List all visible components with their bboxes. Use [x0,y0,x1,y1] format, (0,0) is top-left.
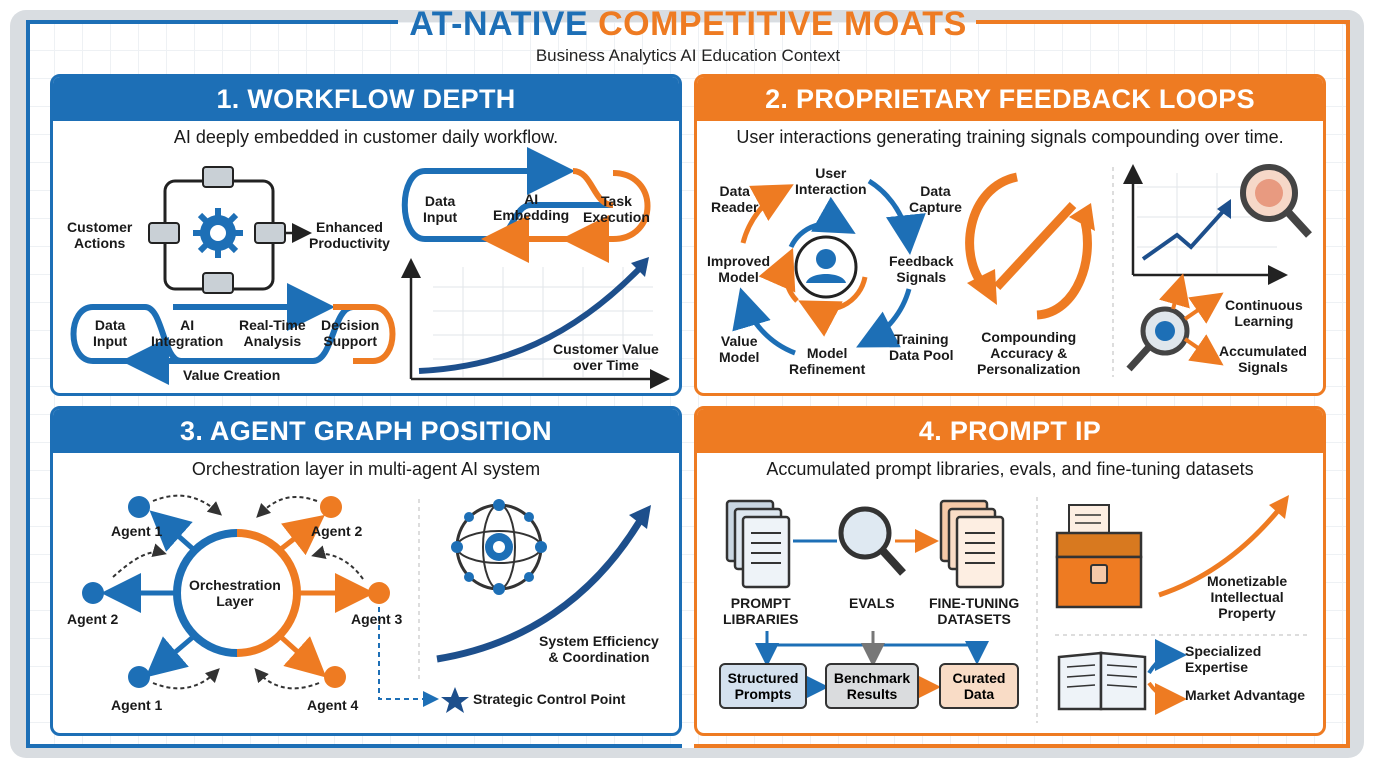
accumulated-signals-label: Accumulated Signals [1219,343,1307,375]
system-efficiency-label: System Efficiency & Coordination [539,633,659,665]
agent-label-5: Agent 1 [111,697,163,713]
loop-bottom-ai-integration: AI Integration [151,317,224,349]
compounding-label: Compounding Accuracy & Personalization [977,329,1081,377]
fine-tuning-label: FINE-TUNING DATASETS [929,595,1020,627]
panel-prompt-ip: 4. PROMPT IP Accumulated prompt librarie… [694,406,1326,736]
top-loop-arrows [401,147,651,263]
agent-label-6: Agent 4 [307,697,359,713]
network-globe-icon [451,499,547,595]
label-user-interaction: User Interaction [795,165,867,197]
panel-3-heading: 3. AGENT GRAPH POSITION [53,409,679,453]
label-improved-model: Improved Model [707,253,771,285]
label-training-data-pool: Training Data Pool [889,331,954,363]
star-icon [441,687,469,713]
agent-label-2: Agent 2 [67,611,119,627]
gear-network-icon [148,166,312,294]
agent-label-4: Agent 3 [351,611,403,627]
title-part-2: COMPETITIVE MOATS [598,5,967,43]
page-subtitle: Business Analytics AI Education Context [535,46,841,65]
agent-label-1: Agent 1 [111,523,163,539]
open-book-icon [1057,651,1147,711]
customer-value-label: Customer Value over Time [553,341,659,373]
panel-1-caption: AI deeply embedded in customer daily wor… [173,127,559,147]
title-rule-right [976,20,1348,24]
feedback-cycle-arrows [732,178,926,356]
frame-edge-bottom-right [694,744,1350,748]
frame-edge-bottom-left [26,744,682,748]
market-advantage-label: Market Advantage [1185,687,1306,703]
loop-top-ai-embedding: AI Embedding [493,191,570,223]
dataset-documents-icon [939,499,1005,589]
enhanced-productivity-label: Enhanced Productivity [309,219,390,251]
monetizable-ip-label: Monetizable Intellectual Property [1207,573,1288,621]
strategic-control-point-label: Strategic Control Point [473,691,626,707]
value-creation-label: Value Creation [183,367,281,383]
structured-prompts-box: Structured Prompts [719,663,807,709]
label-model-refinement: Model Refinement [789,345,866,377]
bottom-loop-arrows [70,283,396,385]
compounding-cycle-icon [965,172,1095,320]
panel-2-caption: User interactions generating training si… [736,127,1284,147]
customer-actions-label: Customer Actions [67,219,133,251]
agent-label-3: Agent 2 [311,523,363,539]
panel-4-heading: 4. PROMPT IP [697,409,1323,453]
evals-magnifier-icon [838,506,906,576]
agent-graph-illustration [82,494,651,713]
gear-magnifier-icon [1126,273,1224,372]
customer-value-chart [401,257,670,389]
treasure-chest-icon [1055,504,1143,609]
panel-agent-graph: 3. AGENT GRAPH POSITION Orchestration la… [50,406,682,736]
panel-feedback-loops: 2. PROPRIETARY FEEDBACK LOOPS User inter… [694,74,1326,396]
label-value-model: Value Model [719,333,760,365]
curated-data-box: Curated Data [939,663,1019,709]
panel-4-caption: Accumulated prompt libraries, evals, and… [766,459,1254,479]
feedback-illustration [732,164,1312,377]
panel-3-caption: Orchestration layer in multi-agent AI sy… [191,459,541,479]
label-data-reader: Data Reader [711,183,759,215]
label-feedback-signals: Feedback Signals [889,253,954,285]
label-data-capture: Data Capture [909,183,962,215]
workflow-illustration [70,147,670,389]
agent-nodes [82,496,390,688]
benchmark-results-box: Benchmark Results [825,663,919,709]
specialized-expertise-label: Specialized Expertise [1185,643,1262,675]
continuous-learning-label: Continuous Learning [1225,297,1303,329]
frame-edge-left [26,20,30,746]
title-rule-left [26,20,398,24]
page-title: AT-NATIVE COMPETITIVE MOATS [0,4,1376,44]
loop-bottom-real-time-analysis: Real-Time Analysis [239,317,306,349]
title-part-1: AT-NATIVE [409,5,589,43]
panel-2-heading: 2. PROPRIETARY FEEDBACK LOOPS [697,77,1323,121]
prompt-ip-illustration [725,495,1309,723]
panel-1-heading: 1. WORKFLOW DEPTH [53,77,679,121]
panel-workflow-depth: 1. WORKFLOW DEPTH AI deeply embedded in … [50,74,682,396]
prompt-libraries-label: PROMPT LIBRARIES [723,595,799,627]
loop-top-data-input: Data Input [423,193,458,225]
loop-bottom-decision-support: Decision Support [321,317,380,349]
frame-edge-right [1346,20,1350,746]
prompt-documents-icon [725,499,791,589]
brain-magnifier-icon [1240,164,1312,238]
evals-label: EVALS [849,595,895,611]
loop-bottom-data-input: Data Input [93,317,128,349]
orchestration-layer-label: Orchestration Layer [189,577,281,609]
loop-top-task-execution: Task Execution [583,193,650,225]
